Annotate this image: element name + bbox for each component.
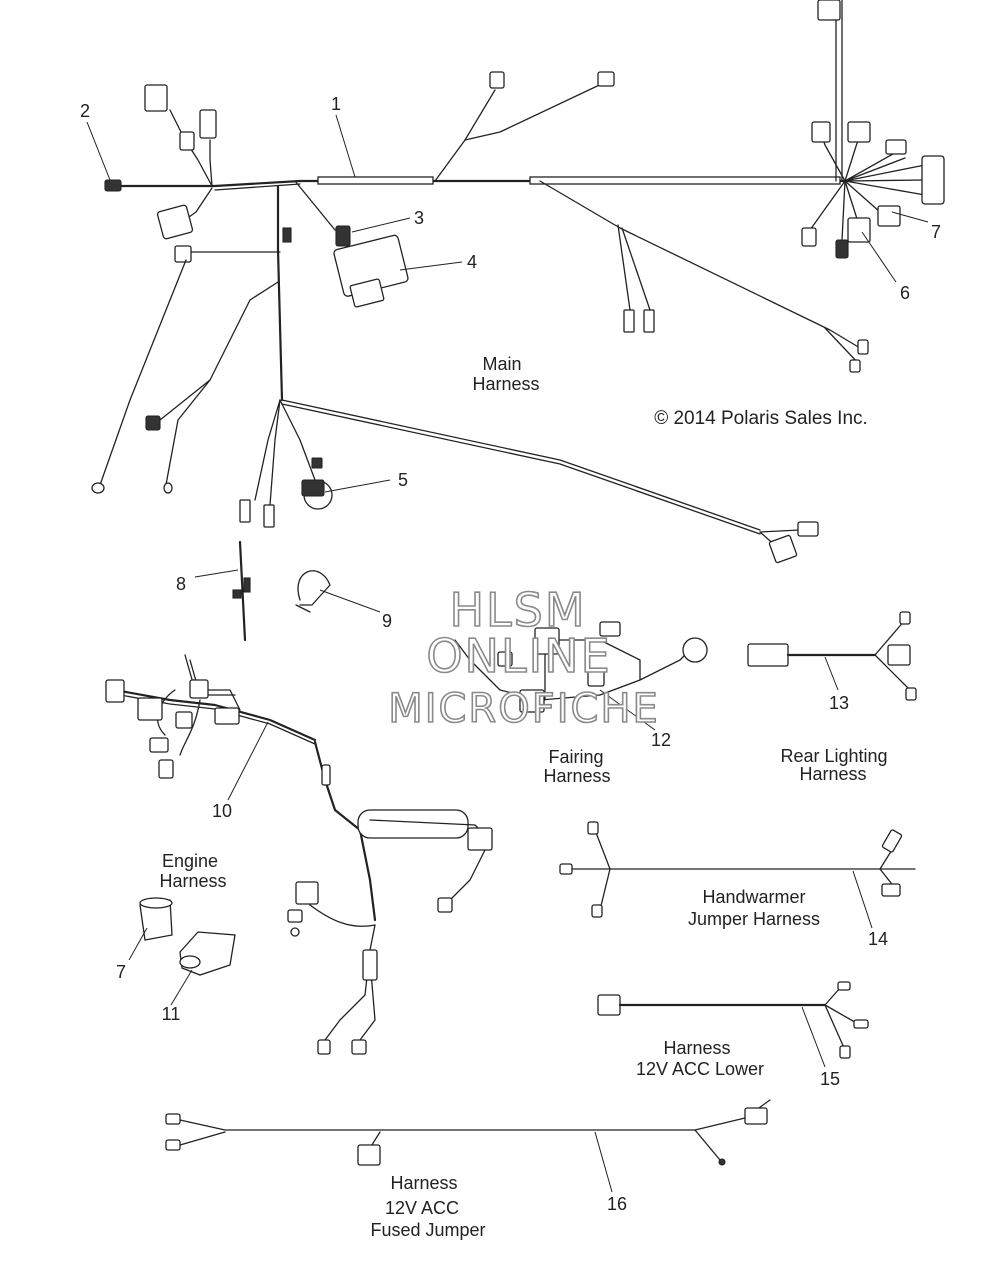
boot-11 (179, 931, 236, 976)
callout-7-engine: 7 (116, 962, 126, 982)
clip-8 (232, 540, 251, 642)
callout-3: 3 (414, 208, 424, 228)
callout-14: 14 (868, 929, 888, 949)
rear-lighting-harness (747, 611, 917, 701)
callout-4: 4 (467, 252, 477, 272)
label-engine-harness-1: Engine (162, 851, 218, 871)
label-fused-jumper-3: Fused Jumper (370, 1220, 485, 1240)
watermark-line-2: ONLINE (426, 629, 611, 683)
cable-tie-9 (295, 570, 331, 613)
callout-13: 13 (829, 693, 849, 713)
main-harness (91, 0, 945, 564)
harness-labels: Main Harness © 2014 Polaris Sales Inc. F… (159, 354, 887, 1240)
label-12v-acc-lower-2: 12V ACC Lower (636, 1059, 764, 1079)
engine-harness (105, 654, 493, 1055)
watermark-line-1: HLSM (449, 583, 586, 637)
label-fused-jumper-1: Harness (390, 1173, 457, 1193)
label-rear-lighting-1: Rear Lighting (780, 746, 887, 766)
label-fused-jumper-2: 12V ACC (385, 1198, 459, 1218)
callout-7-main: 7 (931, 222, 941, 242)
label-handwarmer-1: Handwarmer (702, 887, 805, 907)
callout-1: 1 (331, 94, 341, 114)
callout-5: 5 (398, 470, 408, 490)
label-handwarmer-2: Jumper Harness (688, 909, 820, 929)
leader-lines (86, 114, 929, 1193)
handwarmer-jumper-harness (559, 821, 916, 918)
callout-8: 8 (176, 574, 186, 594)
label-rear-lighting-2: Harness (799, 764, 866, 784)
watermark: HLSM ONLINE MICROFICHE (387, 582, 660, 733)
copyright-notice: © 2014 Polaris Sales Inc. (654, 408, 868, 429)
callout-12: 12 (651, 730, 671, 750)
label-main-harness-2: Harness (472, 374, 539, 394)
callout-numbers: 1 2 3 4 5 6 7 8 9 10 7 11 12 13 14 15 16 (80, 94, 941, 1214)
watermark-line-3: MICROFICHE (388, 686, 660, 732)
callout-2: 2 (80, 101, 90, 121)
fairing-harness (454, 621, 708, 713)
callout-15: 15 (820, 1069, 840, 1089)
callout-16: 16 (607, 1194, 627, 1214)
harness-12v-acc-fused-jumper (165, 1099, 771, 1166)
callout-9: 9 (382, 611, 392, 631)
label-main-harness-1: Main (482, 354, 521, 374)
label-engine-harness-2: Harness (159, 871, 226, 891)
callout-10: 10 (212, 801, 232, 821)
label-fairing-harness-2: Harness (543, 766, 610, 786)
label-12v-acc-lower-1: Harness (663, 1038, 730, 1058)
callout-11: 11 (162, 1004, 181, 1024)
harness-12v-acc-lower (597, 981, 869, 1059)
callout-6: 6 (900, 283, 910, 303)
label-fairing-harness-1: Fairing (548, 747, 603, 767)
sleeve-7 (139, 897, 173, 941)
